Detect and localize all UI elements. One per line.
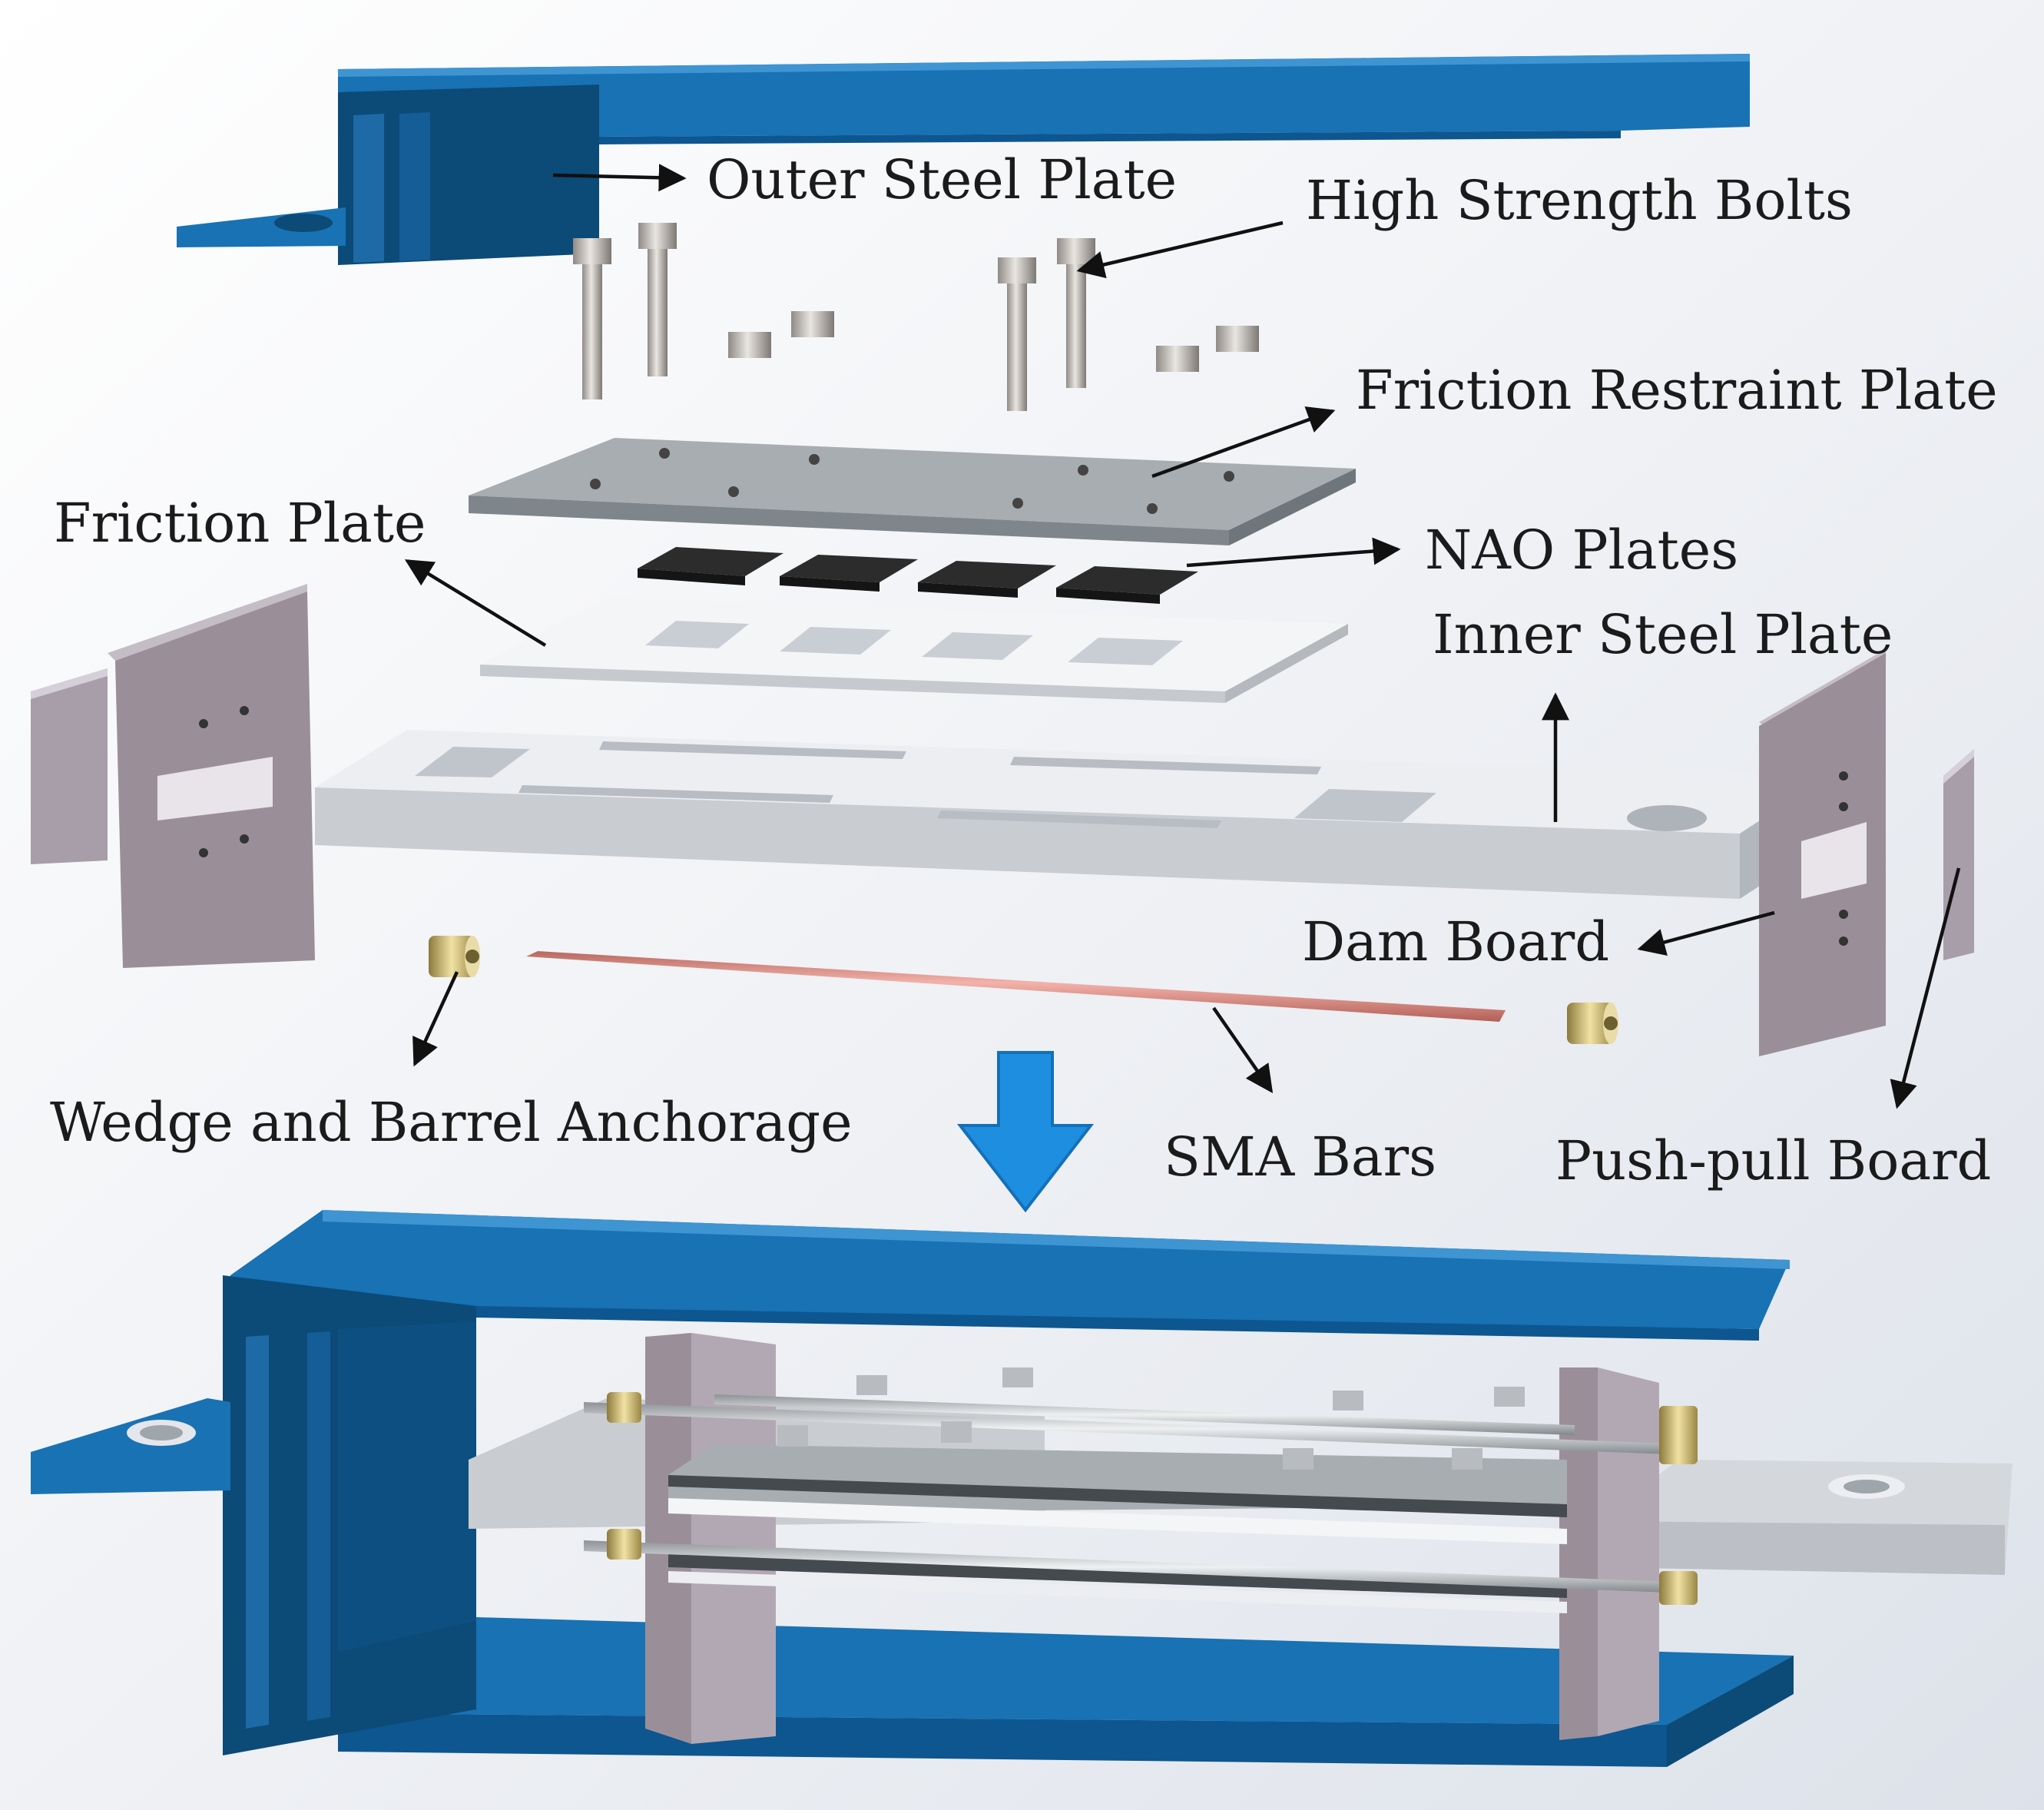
push-pull-board-left — [31, 668, 108, 864]
nao-plates-part — [638, 547, 1198, 604]
sma-bar-part — [526, 951, 1506, 1022]
high-strength-bolts-part — [573, 223, 1259, 411]
label-sma-bars: SMA Bars — [1164, 1125, 1436, 1188]
label-friction-restraint-plate: Friction Restraint Plate — [1356, 359, 1998, 422]
outer-steel-plate-part — [177, 54, 1750, 265]
label-outer-steel-plate: Outer Steel Plate — [707, 148, 1177, 211]
assembly-arrow-icon — [956, 1051, 1095, 1213]
label-high-strength-bolts: High Strength Bolts — [1306, 169, 1853, 232]
label-push-pull-board: Push-pull Board — [1555, 1129, 1991, 1192]
label-wedge-and-barrel-anchorage: Wedge and Barrel Anchorage — [50, 1091, 853, 1154]
label-inner-steel-plate: Inner Steel Plate — [1433, 603, 1893, 666]
push-pull-board-right — [1943, 749, 1974, 960]
label-nao-plates: NAO Plates — [1425, 519, 1738, 582]
label-dam-board: Dam Board — [1302, 910, 1609, 973]
dam-board-right — [1759, 649, 1886, 1056]
assembled-damper — [31, 1210, 2013, 1767]
label-friction-plate: Friction Plate — [54, 492, 426, 555]
leader-arrows — [404, 164, 1961, 1109]
dam-board-left — [108, 584, 315, 968]
friction-plate-part — [480, 598, 1348, 703]
friction-restraint-plate-part — [469, 438, 1356, 545]
anchorage-left — [429, 936, 480, 977]
anchorage-right — [1567, 1003, 1618, 1044]
